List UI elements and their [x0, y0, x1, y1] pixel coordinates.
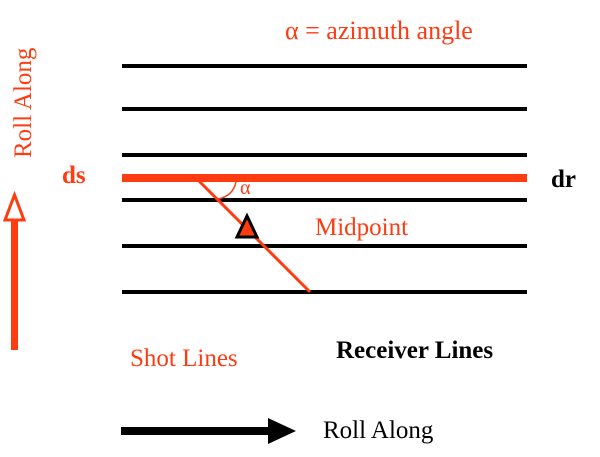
receiver-lines-label: Receiver Lines: [336, 337, 493, 364]
azimuth-arc: [217, 181, 237, 200]
shot-lines-label: Shot Lines: [130, 345, 238, 372]
roll-along-right-arrow-icon: [121, 418, 296, 444]
midpoint-triangle-icon: [234, 212, 260, 239]
roll-along-up-arrow-icon: [2, 190, 27, 350]
alpha-label: α: [240, 177, 251, 199]
ds-label: ds: [62, 162, 86, 189]
midpoint-label: Midpoint: [315, 214, 408, 241]
azimuth-caption: α = azimuth angle: [285, 16, 473, 45]
roll-along-horizontal-label: Roll Along: [323, 417, 434, 444]
roll-along-vertical-label: Roll Along: [10, 47, 37, 158]
dr-label: dr: [551, 166, 576, 193]
receiver-lines: [122, 64, 527, 294]
